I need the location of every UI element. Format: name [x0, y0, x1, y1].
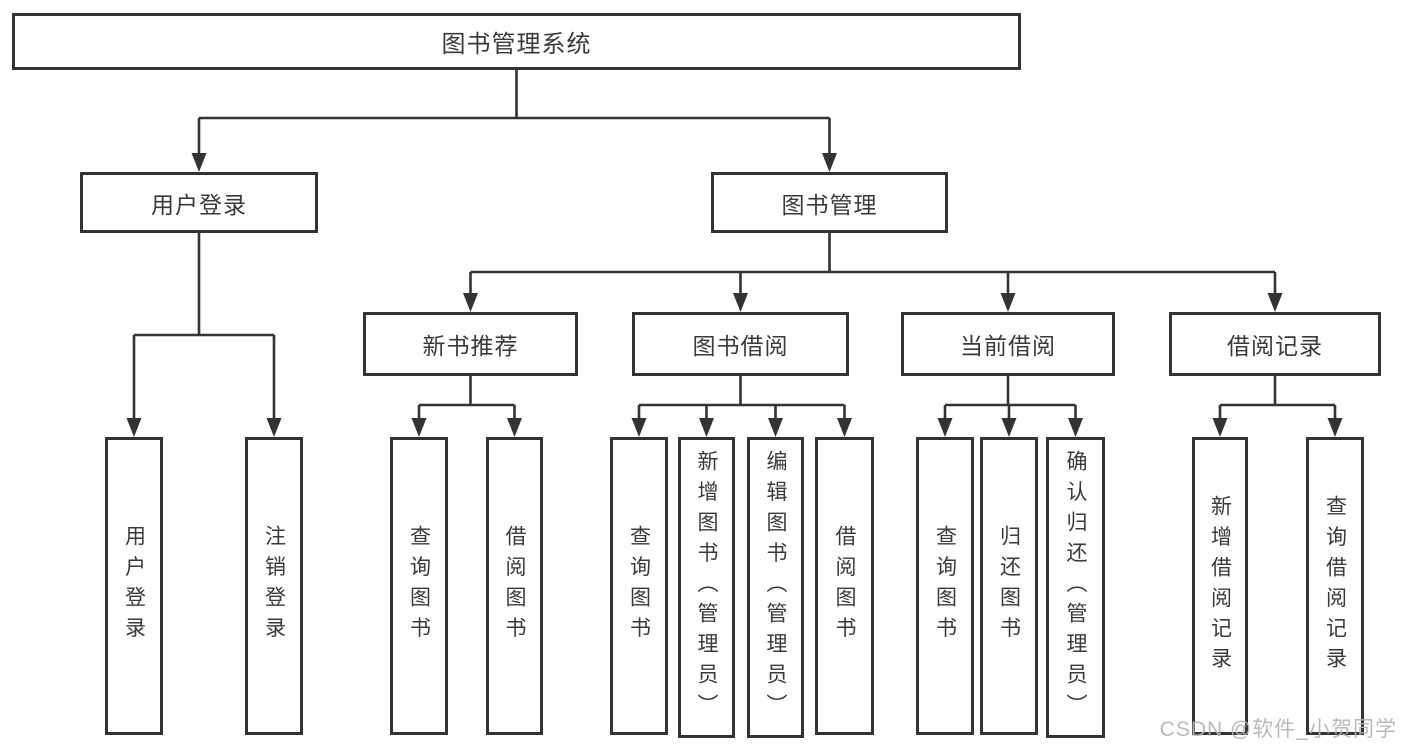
node-leaf-user-login: 用户登录 [105, 437, 163, 735]
node-leaf-confirm-return-admin: 确认归还（管理员） [1046, 437, 1105, 738]
node-leaf-borrow-books-1: 借阅图书 [486, 437, 543, 735]
node-borrowing-records: 借阅记录 [1169, 312, 1381, 376]
csdn-watermark: CSDN @软件_小贺同学 [1159, 718, 1397, 741]
node-current-borrowing: 当前借阅 [901, 312, 1115, 376]
node-leaf-query-books-1: 查询图书 [390, 437, 448, 735]
node-leaf-query-books-2: 查询图书 [610, 437, 668, 735]
node-leaf-edit-books-admin: 编辑图书（管理员） [747, 437, 804, 738]
node-new-book-recommend: 新书推荐 [363, 312, 578, 376]
node-leaf-query-borrow-record: 查询借阅记录 [1306, 437, 1364, 735]
node-leaf-borrow-books-2: 借阅图书 [815, 437, 874, 735]
node-book-borrowing: 图书借阅 [632, 312, 849, 376]
node-user-login: 用户登录 [80, 172, 318, 233]
node-leaf-add-books-admin: 新增图书（管理员） [678, 437, 735, 738]
node-root-library-system: 图书管理系统 [12, 13, 1021, 70]
node-book-management: 图书管理 [711, 172, 948, 233]
node-leaf-logout: 注销登录 [245, 437, 303, 735]
node-leaf-query-books-3: 查询图书 [916, 437, 974, 735]
node-leaf-add-borrow-record: 新增借阅记录 [1192, 437, 1248, 735]
node-leaf-return-books: 归还图书 [980, 437, 1038, 735]
